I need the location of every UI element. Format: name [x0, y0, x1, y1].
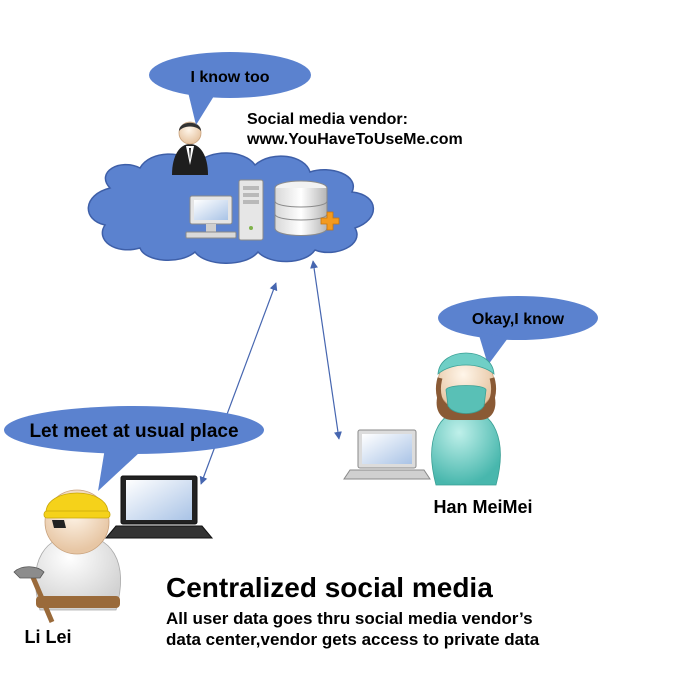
han-meimei-name: Han MeiMei: [433, 497, 532, 517]
caption-line-1: All user data goes thru social media ven…: [166, 609, 533, 628]
vendor-title: Social media vendor:: [247, 111, 408, 128]
speech-bubble-admin: I know too: [149, 52, 311, 125]
arrow-cloud-to-han-meimei: [310, 260, 342, 440]
li-lei-bubble-text: Let meet at usual place: [29, 421, 238, 442]
caption-title: Centralized social media: [166, 572, 493, 603]
caption-line-2: data center,vendor gets access to privat…: [166, 630, 540, 649]
laptop-icon: [104, 475, 214, 539]
hammer-icon: [13, 566, 55, 623]
nurse-person-icon: [431, 352, 501, 486]
server-tower-icon: [238, 179, 264, 241]
arrow-li-lei-to-cloud: [199, 282, 278, 485]
li-lei-name: Li Lei: [24, 627, 71, 647]
worker-person-icon: [35, 489, 121, 611]
speech-bubble-han-meimei: Okay,I know: [438, 296, 598, 365]
desktop-computer-icon: [185, 195, 237, 239]
admin-person-icon: [172, 121, 208, 175]
database-add-icon: [274, 180, 340, 236]
vendor-url: www.YouHaveToUseMe.com: [246, 131, 463, 148]
admin-bubble-text: I know too: [190, 69, 269, 86]
han-meimei-bubble-text: Okay,I know: [472, 311, 565, 328]
laptop-icon: [343, 429, 431, 480]
speech-bubble-li-lei: Let meet at usual place: [4, 406, 264, 491]
